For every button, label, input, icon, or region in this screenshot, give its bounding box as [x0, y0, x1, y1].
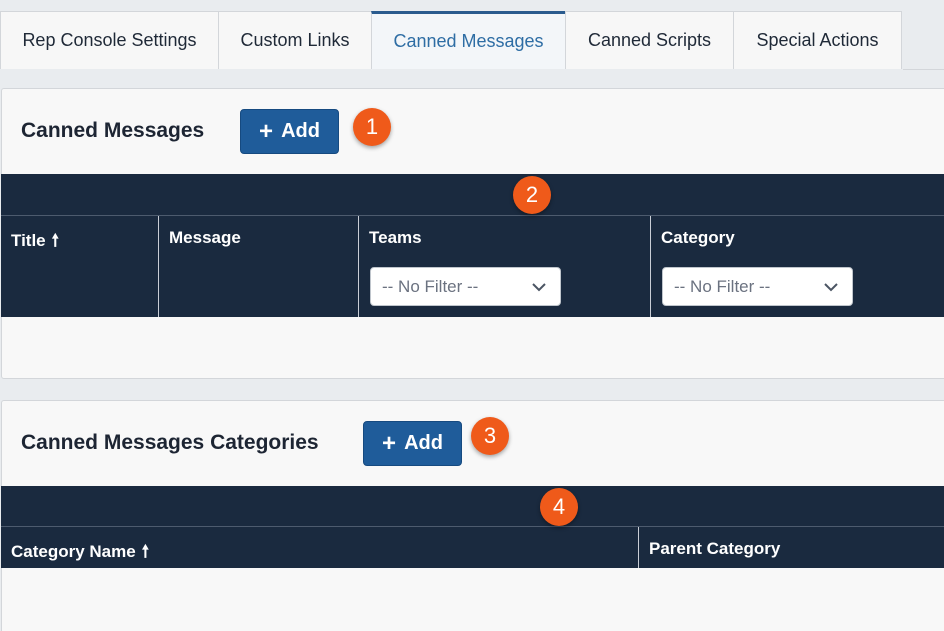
- callout-badge-3: 3: [471, 417, 509, 455]
- sort-ascending-icon: 🠕: [141, 542, 150, 561]
- canned-messages-toolbar: [1, 174, 944, 215]
- categories-title: Canned Messages Categories: [21, 431, 319, 454]
- add-canned-message-button[interactable]: + Add: [240, 109, 339, 154]
- categories-toolbar: [1, 486, 944, 526]
- canned-messages-table-header: Title 🠕 Message Teams -- No Filter -- Cat…: [1, 215, 944, 317]
- chevron-down-icon: [532, 283, 546, 292]
- category-filter-select[interactable]: -- No Filter --: [662, 267, 853, 306]
- category-filter-value: -- No Filter --: [674, 276, 771, 296]
- column-title-label: Title: [11, 231, 46, 250]
- plus-icon: +: [259, 117, 274, 145]
- column-header-category: Category -- No Filter --: [650, 216, 944, 317]
- plus-icon: +: [382, 429, 397, 457]
- teams-filter-select[interactable]: -- No Filter --: [370, 267, 561, 306]
- tab-custom-links[interactable]: Custom Links: [218, 11, 372, 69]
- canned-messages-title: Canned Messages: [21, 119, 205, 142]
- column-header-title[interactable]: Title 🠕: [1, 216, 159, 317]
- add-category-button[interactable]: + Add: [363, 421, 462, 466]
- teams-filter-value: -- No Filter --: [382, 276, 479, 296]
- tab-canned-scripts[interactable]: Canned Scripts: [565, 11, 734, 69]
- column-header-parent-category[interactable]: Parent Category: [638, 527, 944, 568]
- column-parent-category-label: Parent Category: [649, 539, 781, 558]
- callout-badge-4: 4: [540, 488, 578, 526]
- add-button-label: Add: [404, 432, 443, 454]
- column-header-category-name[interactable]: Category Name 🠕: [1, 527, 639, 568]
- callout-badge-2: 2: [513, 176, 551, 214]
- column-category-name-label: Category Name: [11, 542, 136, 561]
- tab-special-actions[interactable]: Special Actions: [733, 11, 902, 69]
- chevron-down-icon: [824, 283, 838, 292]
- categories-table-header: Category Name 🠕 Parent Category: [1, 526, 944, 568]
- tab-rep-console-settings[interactable]: Rep Console Settings: [0, 11, 219, 69]
- column-message-label: Message: [169, 228, 241, 247]
- tab-canned-messages[interactable]: Canned Messages: [371, 11, 566, 69]
- tab-bar-divider: [903, 69, 944, 70]
- column-category-label: Category: [661, 228, 735, 247]
- add-button-label: Add: [281, 120, 320, 142]
- callout-badge-1: 1: [353, 108, 391, 146]
- column-header-message[interactable]: Message: [158, 216, 359, 317]
- column-header-teams: Teams -- No Filter --: [358, 216, 651, 317]
- tab-bar: Rep Console Settings Custom Links Canned…: [0, 11, 902, 69]
- sort-ascending-icon: 🠕: [51, 231, 59, 250]
- column-teams-label: Teams: [369, 228, 422, 247]
